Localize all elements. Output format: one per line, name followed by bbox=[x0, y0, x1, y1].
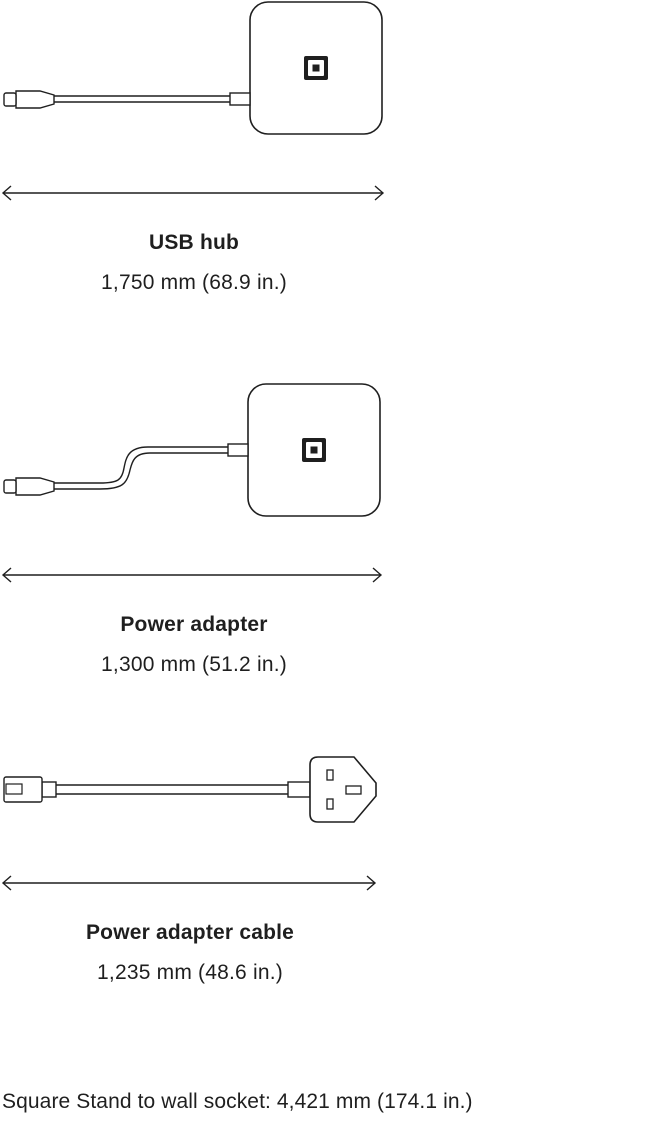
usb-hub-illustration bbox=[1, 1, 385, 201]
item-length: 1,235 mm (48.6 in.) bbox=[97, 961, 283, 984]
usb-plug-icon bbox=[15, 477, 55, 496]
usb-plug-icon bbox=[15, 90, 55, 109]
item-name: USB hub bbox=[148, 231, 240, 254]
c5-connector-icon bbox=[3, 776, 57, 803]
item-name: Power adapter bbox=[120, 613, 268, 636]
power-adapter-section: Power adapter 1,300 mm (51.2 in.) bbox=[0, 380, 400, 690]
power-adapter-cable-section: Power adapter cable 1,235 mm (48.6 in.) bbox=[0, 750, 400, 1010]
item-length: 1,300 mm (51.2 in.) bbox=[101, 653, 287, 676]
dimension-arrow bbox=[1, 567, 383, 583]
total-length-caption: Square Stand to wall socket: 4,421 mm (1… bbox=[2, 1090, 473, 1113]
power-adapter-illustration bbox=[1, 383, 383, 583]
dimension-arrow bbox=[1, 185, 385, 201]
square-logo-icon bbox=[302, 438, 326, 462]
item-name: Power adapter cable bbox=[85, 921, 295, 944]
uk-mains-plug-icon bbox=[309, 756, 377, 823]
item-length: 1,750 mm (68.9 in.) bbox=[101, 271, 287, 294]
usb-hub-section: USB hub 1,750 mm (68.9 in.) bbox=[0, 0, 400, 310]
square-logo-icon bbox=[304, 56, 328, 80]
power-adapter-cable-illustration bbox=[1, 756, 377, 891]
dimension-arrow bbox=[1, 875, 377, 891]
